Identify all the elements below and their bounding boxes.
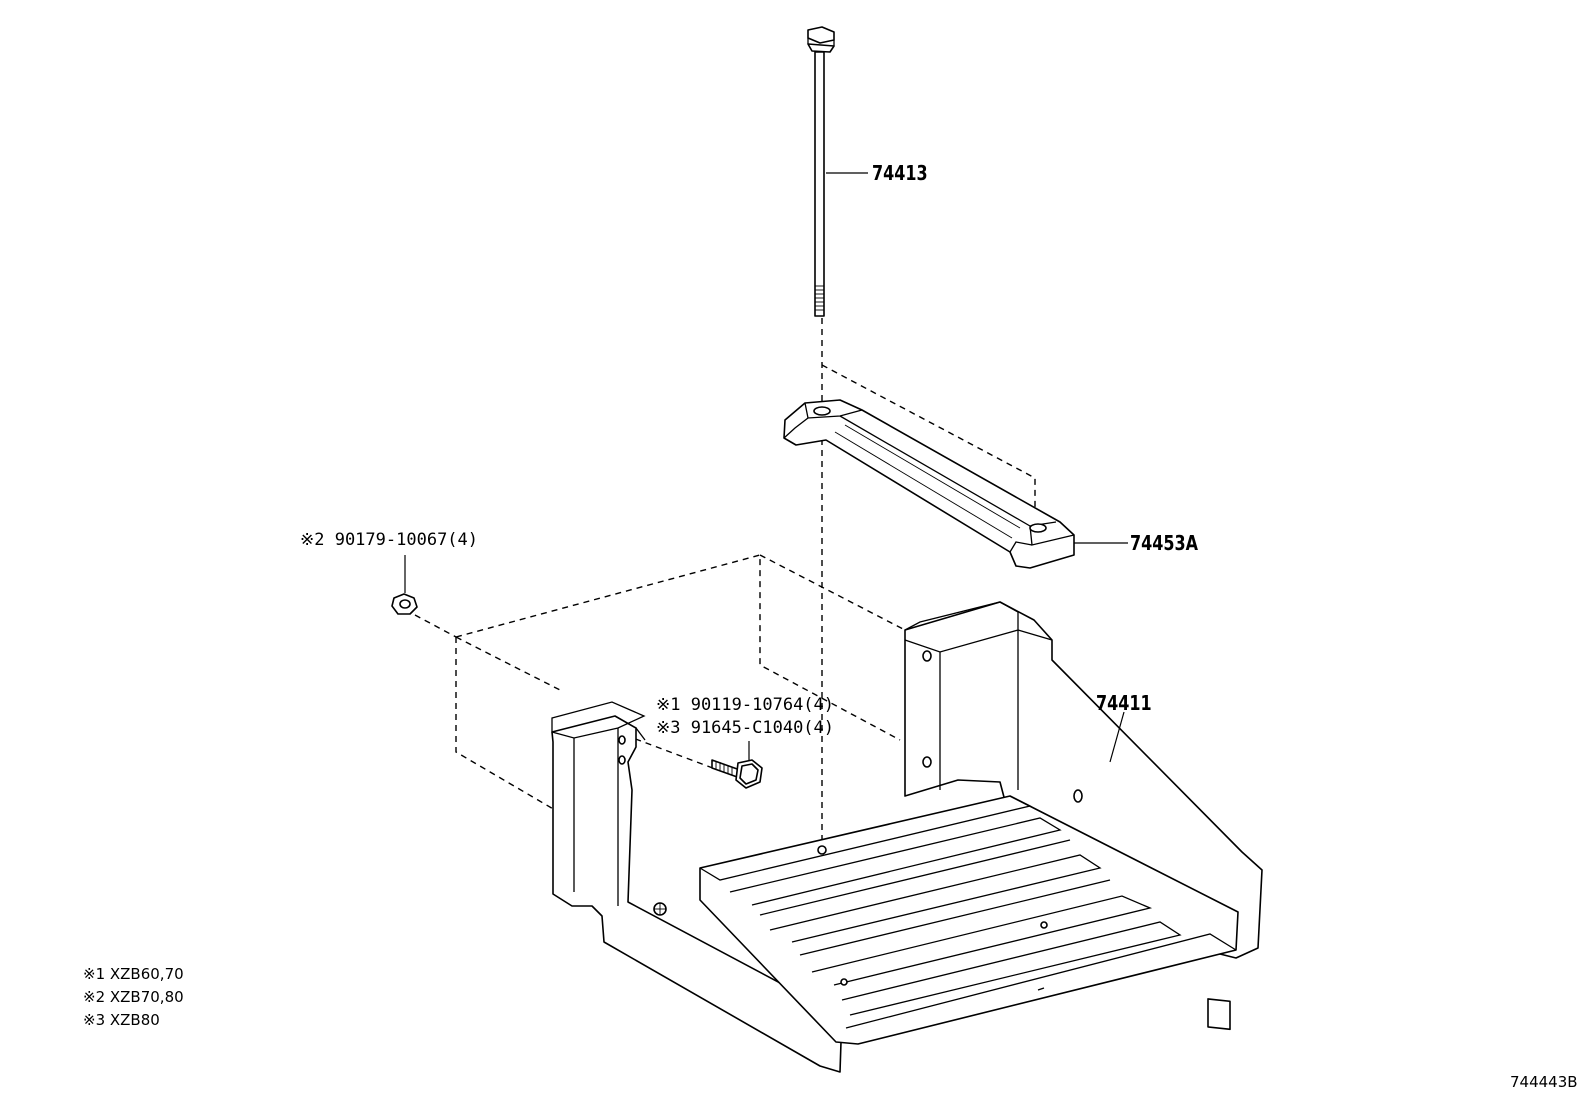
label-rod: 74413	[872, 162, 928, 185]
nut	[391, 593, 418, 615]
rod-74413	[807, 26, 835, 317]
label-tray: 74411	[1096, 692, 1152, 715]
bolt	[711, 759, 763, 789]
note-2: ※2 XZB70,80	[83, 988, 184, 1006]
label-clamp: 74453A	[1130, 532, 1198, 555]
tray-74411	[551, 601, 1263, 1073]
assembly-guides	[414, 318, 1036, 845]
label-nut: ※2 90179-10067(4)	[300, 530, 478, 550]
leader-lines	[404, 172, 1128, 763]
note-3: ※3 XZB80	[83, 1011, 160, 1029]
label-bolt-a: ※1 90119-10764(4)	[656, 695, 834, 715]
label-bolt-b: ※3 91645-C1040(4)	[656, 718, 834, 738]
illustration-code: 744443B	[1510, 1073, 1578, 1091]
note-1: ※1 XZB60,70	[83, 965, 184, 983]
clamp-74453A	[783, 399, 1075, 569]
